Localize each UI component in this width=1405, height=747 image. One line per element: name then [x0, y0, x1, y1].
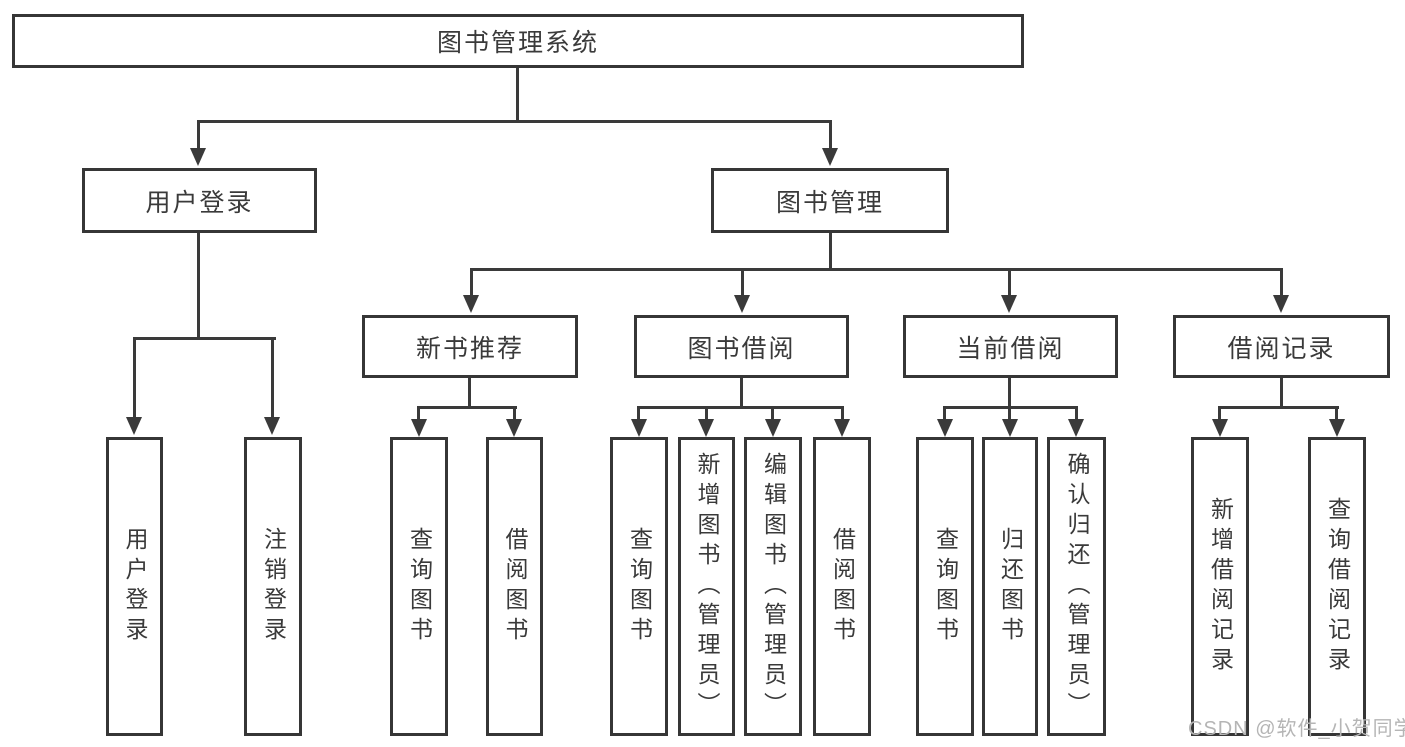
node-book-management: 图书管理 — [711, 168, 949, 233]
connector-drop-query-books-1 — [417, 406, 420, 419]
leaf-return-book: 归还图书 — [982, 437, 1038, 736]
connector-drop-borrow-record — [1280, 268, 1283, 297]
arrowhead-user-login — [190, 148, 206, 166]
leaf-confirm-return-admin: 确认归还（管理员） — [1047, 437, 1106, 736]
leaf-query-books-2: 查询图书 — [610, 437, 668, 736]
leaf-add-borrow-record: 新增借阅记录 — [1191, 437, 1249, 736]
connector-drop-query-borrow-record — [1335, 406, 1338, 419]
arrowhead-query-books-2 — [631, 419, 647, 437]
connector-current-borrow-stem — [1008, 378, 1011, 408]
leaf-user-login: 用户登录 — [106, 437, 163, 736]
arrowhead-leaf-logout — [264, 417, 280, 435]
connector-user-login-stem — [197, 233, 200, 337]
connector-root-bar — [197, 120, 832, 123]
arrowhead-edit-book — [765, 419, 781, 437]
connector-drop-return-book — [1008, 406, 1011, 419]
arrowhead-query-books-3 — [937, 419, 953, 437]
node-current-borrow: 当前借阅 — [903, 315, 1118, 378]
connector-drop-book-borrow — [741, 268, 744, 297]
node-borrow-record: 借阅记录 — [1173, 315, 1390, 378]
arrowhead-leaf-user-login — [126, 417, 142, 435]
connector-drop-leaf-user-login — [133, 337, 136, 417]
connector-drop-query-books-3 — [943, 406, 946, 419]
node-user-login: 用户登录 — [82, 168, 317, 233]
connector-drop-edit-book — [771, 406, 774, 419]
connector-book-management-stem — [829, 233, 832, 270]
connector-new-book-stem — [468, 378, 471, 408]
arrowhead-query-borrow-record — [1329, 419, 1345, 437]
connector-drop-add-book — [705, 406, 708, 419]
connector-drop-borrow-books-2 — [841, 406, 844, 419]
arrowhead-new-book — [463, 295, 479, 313]
arrowhead-add-book — [698, 419, 714, 437]
connector-book-borrow-stem — [740, 378, 743, 408]
connector-drop-current-borrow — [1008, 268, 1011, 297]
leaf-query-books-1: 查询图书 — [390, 437, 448, 736]
connector-book-borrow-bar — [637, 406, 844, 409]
connector-root-stem — [516, 68, 519, 122]
node-new-book-recommend: 新书推荐 — [362, 315, 578, 378]
leaf-logout: 注销登录 — [244, 437, 302, 736]
arrowhead-borrow-books-2 — [834, 419, 850, 437]
connector-drop-user-login — [197, 120, 200, 148]
connector-borrow-record-bar — [1218, 406, 1339, 409]
leaf-query-borrow-record: 查询借阅记录 — [1308, 437, 1366, 736]
leaf-add-book-admin: 新增图书（管理员） — [678, 437, 735, 736]
arrowhead-borrow-record — [1273, 295, 1289, 313]
connector-drop-confirm-return — [1075, 406, 1078, 419]
connector-drop-borrow-books-1 — [513, 406, 516, 419]
leaf-borrow-books-1: 借阅图书 — [486, 437, 543, 736]
connector-drop-query-books-2 — [637, 406, 640, 419]
node-library-management-system: 图书管理系统 — [12, 14, 1024, 68]
arrowhead-query-books-1 — [411, 419, 427, 437]
arrowhead-book-management — [822, 148, 838, 166]
arrowhead-borrow-books-1 — [506, 419, 522, 437]
arrowhead-add-borrow-record — [1212, 419, 1228, 437]
connector-drop-book-management — [829, 120, 832, 148]
leaf-borrow-books-2: 借阅图书 — [813, 437, 871, 736]
csdn-watermark: CSDN @软件_小贺同学 — [1188, 718, 1405, 740]
connector-book-management-bar — [470, 268, 1283, 271]
arrowhead-confirm-return — [1068, 419, 1084, 437]
connector-user-login-bar — [133, 337, 276, 340]
leaf-query-books-3: 查询图书 — [916, 437, 974, 736]
arrowhead-current-borrow — [1001, 295, 1017, 313]
connector-borrow-record-stem — [1280, 378, 1283, 408]
leaf-edit-book-admin: 编辑图书（管理员） — [744, 437, 802, 736]
connector-drop-add-borrow-record — [1218, 406, 1221, 419]
arrowhead-book-borrow — [734, 295, 750, 313]
connector-drop-new-book — [470, 268, 473, 297]
node-book-borrow: 图书借阅 — [634, 315, 849, 378]
arrowhead-return-book — [1002, 419, 1018, 437]
connector-drop-leaf-logout — [271, 337, 274, 417]
connector-new-book-bar — [418, 406, 517, 409]
